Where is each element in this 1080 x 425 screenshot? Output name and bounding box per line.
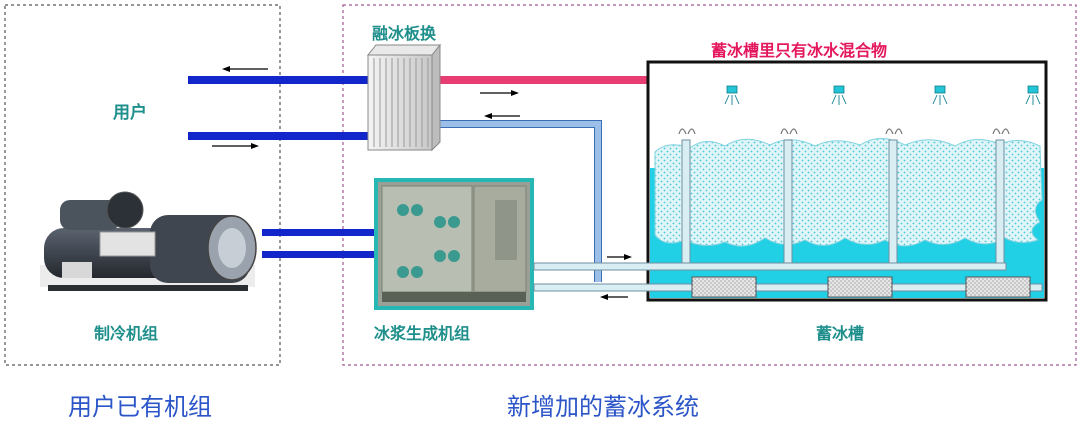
new-system-caption: 新增加的蓄冰系统 — [507, 393, 699, 421]
tank-content-note: 蓄冰槽里只有冰水混合物 — [711, 41, 888, 60]
flow-arrow — [212, 143, 259, 149]
existing-unit-region — [4, 4, 281, 366]
ice-slurry-generator — [374, 178, 534, 310]
flow-arrow — [222, 66, 268, 72]
plate-exchanger-label: 融冰板换 — [372, 24, 437, 43]
chiller-pipe-lower — [262, 251, 377, 258]
ice-slurry-unit-label: 冰浆生成机组 — [374, 324, 471, 343]
ice-tank-label: 蓄冰槽 — [816, 324, 865, 343]
user-label: 用户 — [113, 103, 147, 123]
flow-arrow — [607, 254, 632, 260]
chiller-pipe-upper — [262, 229, 377, 236]
chiller-unit — [40, 191, 257, 291]
new-system-region — [342, 4, 1077, 366]
ice-storage-tank — [533, 60, 1048, 302]
flow-arrow — [600, 294, 628, 300]
flow-arrow — [484, 113, 520, 119]
user-return-pipe — [188, 132, 372, 140]
user-supply-pipe — [188, 76, 372, 84]
cold-water-pipe — [434, 121, 601, 282]
flow-arrow — [480, 90, 519, 96]
existing-unit-caption: 用户已有机组 — [68, 393, 212, 421]
chiller-label: 制冷机组 — [94, 324, 159, 343]
plate-heat-exchanger — [366, 43, 442, 152]
